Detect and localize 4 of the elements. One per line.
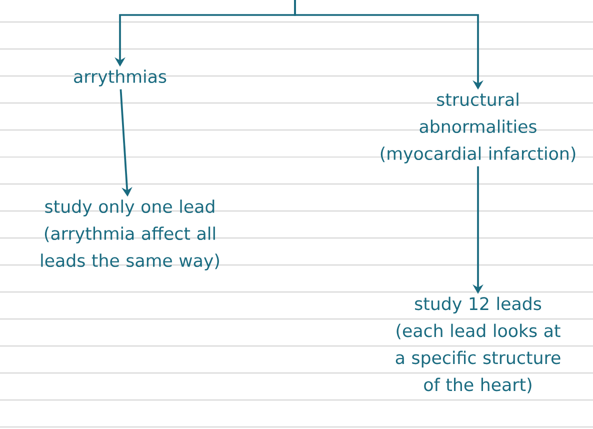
handwritten-note: arrythmias [74,70,166,86]
handwritten-note: study only one lead (arrythmia affect all leads the same way) [41,200,219,270]
handwritten-note: study 12 leads (each lead looks at a specific structure of the heart) [396,296,560,394]
handwritten-note: structural abnormalities (myocardial infarction) [380,92,576,164]
